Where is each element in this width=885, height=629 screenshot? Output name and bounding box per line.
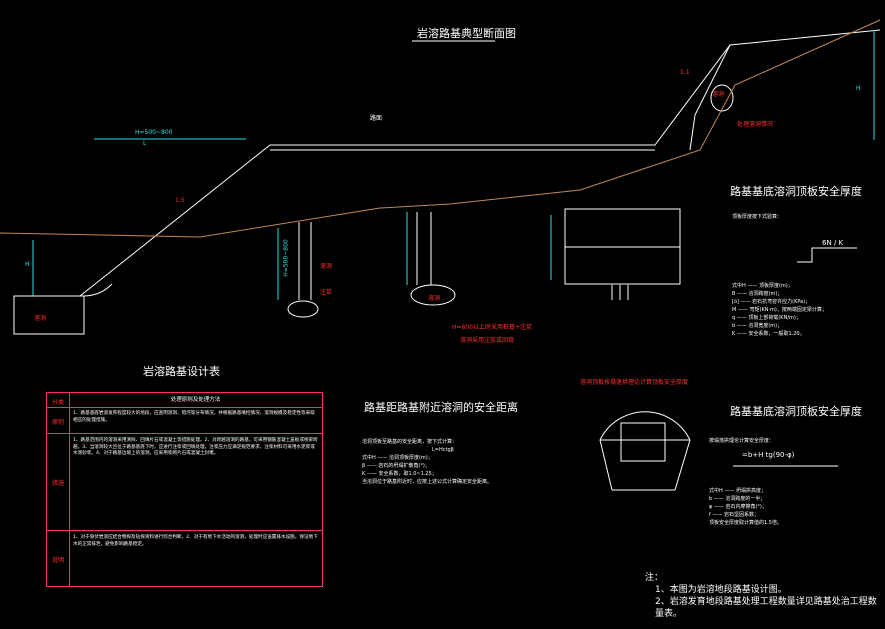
right-bottom-title: 路基基底溶洞顶板安全厚度 [730,405,862,418]
table-row-value: 1、对于隐伏岩溶应结合物探及钻探资料进行综合判断。2、对于有地下水活动的溶洞，处… [73,535,318,547]
height-left-label: H [25,261,30,268]
right-top-title: 路基基底溶洞顶板安全厚度 [730,185,862,198]
angle-arc-left [83,283,113,297]
right-bottom-text: 式中H —— 坍塌拱高度； b —— 溶洞跨度的一半； φ —— 岩石内摩擦角(… [709,488,782,526]
table-row-key: 说明 [51,557,64,564]
safe-distance-text: 溶洞顶板至路基的安全距离，按下式计算： L=Hctgβ 式中H —— 溶洞顶板厚… [362,439,493,485]
dim-width-label: H=500~800 [135,129,173,136]
main-title: 岩溶路基典型断面图 [417,27,516,40]
slope-label: 1:5 [175,197,185,204]
note-item: 1、本图为岩溶地段路基设计图。 [655,585,787,596]
right-note-label: 处理溶洞情况 [737,121,774,128]
cave-ellipse-right [710,84,734,112]
arch-rect [620,422,666,462]
safe-distance-title: 路基距路基附近溶洞的安全距离 [364,401,518,414]
cave-figure-label: 溶洞顶板按塌落拱理论计算顶板安全厚度 [580,379,689,386]
embankment-outline [79,29,881,297]
notes-block: 注： 1、本图为岩溶地段路基设计图。 2、岩溶发育地段路基处理工程数量详见路基处… [645,572,885,621]
table-row-key: 原则 [51,419,64,426]
design-table: 分类 处理原则及处理方法 原则 1、路基基底岩溶发育程度较大的地段，应查明溶洞、… [46,392,323,587]
right-top-text: 式中H —— 顶板厚度(m)； B —— 溶洞跨度(m)； [ó] —— 岩石抗… [732,283,827,337]
pavement-label: 路面 [370,115,383,122]
right-h-label: H [856,85,861,92]
mid-note-top: H=800以上时采用桩基+注浆 [452,324,533,331]
table-header-value: 处理原则及处理方法 [170,397,221,403]
right-top-formula: 6N / K [822,239,844,247]
notes-heading: 注： [645,573,664,583]
table-header-key: 分类 [51,399,64,406]
note-item: 2、岩溶发育地段路基处理工程数量详见路基处治工程数量表。 [655,597,877,620]
grout-label: 注浆 [320,289,333,296]
right-cave-label: 溶洞 [712,91,725,98]
cave-mid-b-label: 溶洞 [428,295,441,302]
cave-left-label: 溶洞 [34,315,47,322]
dim-mid-label: L [143,140,147,147]
table-title: 岩溶路基设计表 [143,365,220,378]
mid-note-bot: 溶洞采用注浆或回填 [460,337,515,344]
pile-height-label: H=500~800 [282,239,290,277]
right-top-intro: 顶板厚度按下式验算： [732,214,783,220]
cave-box-left [13,295,85,335]
right-slope-label: 1:1 [680,69,690,76]
arch-curve [599,411,691,441]
ground-line [0,19,881,238]
right-bottom-intro: 按塌落拱理论计算安全厚度： [709,438,775,444]
cave-ellipse-mid2 [410,284,456,306]
table-row-value: 1、路基范围内的溶洞采用清除、回填片石或混凝土等措施处理。2、对跨越溶洞的路基，… [73,438,318,457]
cave-ellipse-mid1 [287,300,319,318]
right-bottom-formula: =b+H tg(90-φ) [742,451,795,459]
table-row-key: 措施 [51,480,64,487]
cave-mid-a-label: 溶洞 [320,263,333,270]
table-row-value: 1、路基基底岩溶发育程度较大的地段，应查明溶洞、暗河等分布情况，并根据路基填挖情… [73,411,315,423]
